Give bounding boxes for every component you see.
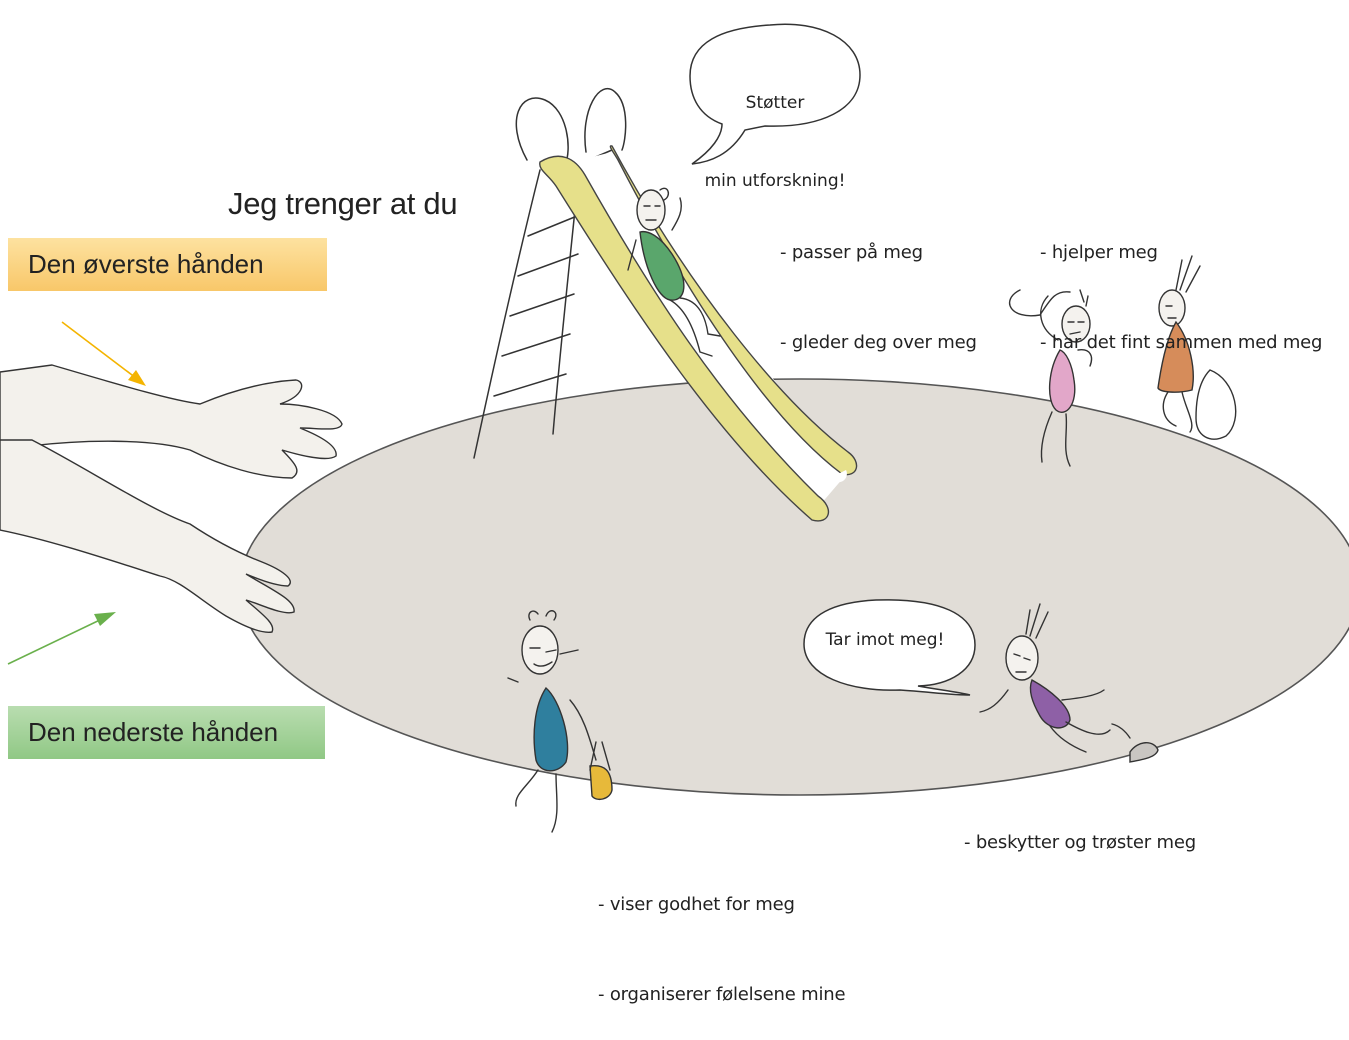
bottom-arrow — [7, 612, 116, 665]
page-heading: Jeg trenger at du — [228, 186, 458, 221]
slide-rail-front — [539, 155, 830, 522]
needs-sad: - viser godhet for meg - organiserer føl… — [598, 830, 846, 1040]
need-slide-1: - passer på meg — [780, 242, 923, 263]
top-hand-label: Den øverste hånden — [8, 238, 327, 291]
needs-pair: - hjelper meg - har det fint sammen med … — [1040, 178, 1322, 388]
need-sad-1: - viser godhet for meg — [598, 894, 795, 915]
support-bubble-text: Støtter min utforskning! — [700, 38, 850, 220]
bottom-hand-label: Den nederste hånden — [8, 706, 325, 759]
child-purple — [979, 603, 1159, 763]
need-pair-2: - har det fint sammen med meg — [1040, 332, 1323, 353]
child-blue — [507, 610, 613, 833]
child-on-slide — [627, 187, 721, 357]
speech-bubble-receive — [803, 599, 976, 696]
top-hand-label-text: Den øverste hånden — [28, 249, 264, 279]
bottom-hand-label-text: Den nederste hånden — [28, 717, 279, 747]
need-slide-2: - gleder deg over meg — [780, 332, 977, 353]
support-bubble-line-2: min utforskning! — [704, 171, 846, 191]
top-hand — [0, 364, 343, 479]
slide-surface — [548, 150, 850, 505]
child-pink — [1008, 289, 1093, 467]
receive-bubble-text: Tar imot meg! — [825, 630, 945, 650]
child-orange — [1157, 255, 1237, 440]
top-arrow — [61, 321, 146, 386]
slide — [473, 87, 627, 459]
illustration — [0, 23, 1349, 833]
need-run: - beskytter og trøster meg — [964, 832, 1196, 853]
bottom-hand — [0, 439, 295, 633]
need-pair-1: - hjelper meg — [1040, 242, 1158, 263]
support-bubble-line-1: Støtter — [745, 93, 805, 113]
needs-slide: - passer på meg - gleder deg over meg — [780, 178, 977, 388]
speech-bubble-support — [689, 23, 861, 165]
need-sad-2: - organiserer følelsene mine — [598, 984, 846, 1005]
